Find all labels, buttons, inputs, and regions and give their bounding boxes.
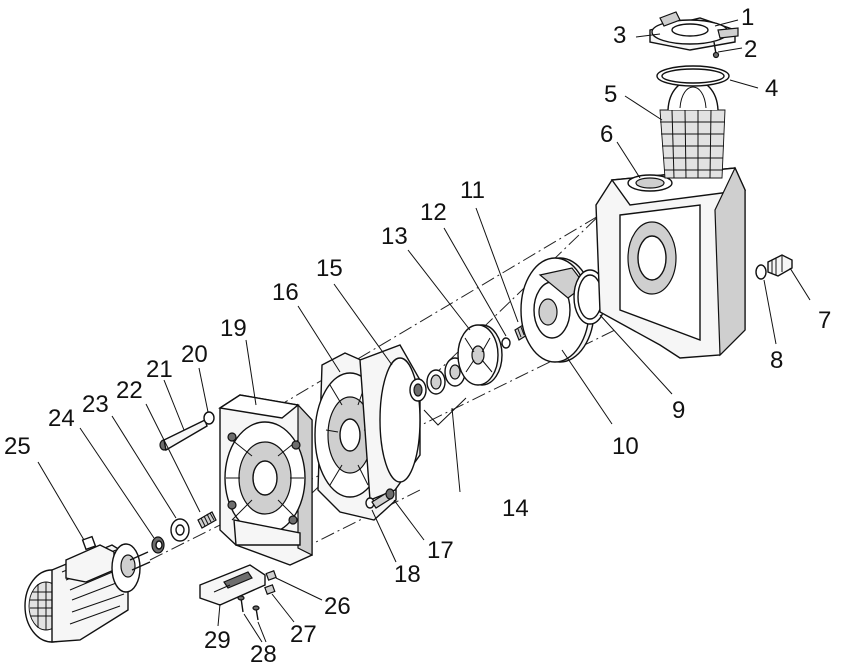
part-7-drain-plug: [767, 254, 793, 277]
lid-oring: [656, 65, 730, 87]
part-28-screws: [237, 595, 260, 621]
part-label-28: 28: [250, 641, 277, 668]
pump-housing: [595, 166, 747, 359]
mechanical-seal: [409, 357, 467, 426]
part-label-22: 22: [116, 377, 143, 404]
part-9-gasket: [573, 269, 607, 325]
part-label-11: 11: [460, 177, 485, 204]
part-label-4: 4: [765, 75, 778, 102]
base-plate: [199, 564, 266, 606]
part-20-nut: [203, 411, 215, 425]
part-label-13: 13: [381, 223, 408, 250]
part-8-oring: [755, 264, 767, 280]
motor: [24, 535, 151, 643]
part-label-26: 26: [324, 593, 351, 620]
bracket-frame: [218, 394, 313, 566]
part-label-2: 2: [744, 36, 757, 63]
part-label-27: 27: [290, 621, 317, 648]
part-label-10: 10: [612, 433, 639, 460]
part-label-17: 17: [427, 537, 454, 564]
part-label-25: 25: [4, 433, 31, 460]
part-label-9: 9: [672, 397, 685, 424]
part-label-3: 3: [613, 22, 626, 49]
part-26-sleeve: [265, 570, 277, 581]
strainer-lid: [649, 11, 739, 59]
part-label-23: 23: [82, 391, 109, 418]
part-label-18: 18: [394, 561, 421, 588]
part-label-29: 29: [204, 627, 231, 654]
impeller: [457, 324, 503, 386]
part-label-6: 6: [600, 121, 613, 148]
part-labels: 1 2 3 4 5 6 7 8 9 10 11 12 13 14 15 16 1…: [4, 4, 831, 668]
part-label-16: 16: [272, 279, 299, 306]
part-label-21: 21: [146, 356, 173, 383]
part-label-14: 14: [502, 495, 529, 522]
part-label-7: 7: [818, 307, 831, 334]
part-label-20: 20: [181, 341, 208, 368]
part-label-8: 8: [770, 347, 783, 374]
part-22-stud: [197, 511, 217, 529]
part-23-washer: [170, 518, 190, 542]
part-label-5: 5: [604, 81, 617, 108]
part-label-19: 19: [220, 315, 247, 342]
part-24-bushing: [151, 536, 165, 554]
part-17-bolt: [371, 488, 395, 509]
part-27-sleeve: [264, 584, 276, 595]
part-label-1: 1: [741, 4, 754, 31]
part-label-12: 12: [420, 199, 447, 226]
part-label-24: 24: [48, 405, 75, 432]
diffuser: [359, 344, 421, 502]
part-12-oring: [501, 337, 511, 349]
part-21-bolt: [159, 419, 208, 452]
part-label-15: 15: [316, 255, 343, 282]
strainer-basket: [659, 79, 726, 179]
leader-lines: [37, 19, 811, 643]
